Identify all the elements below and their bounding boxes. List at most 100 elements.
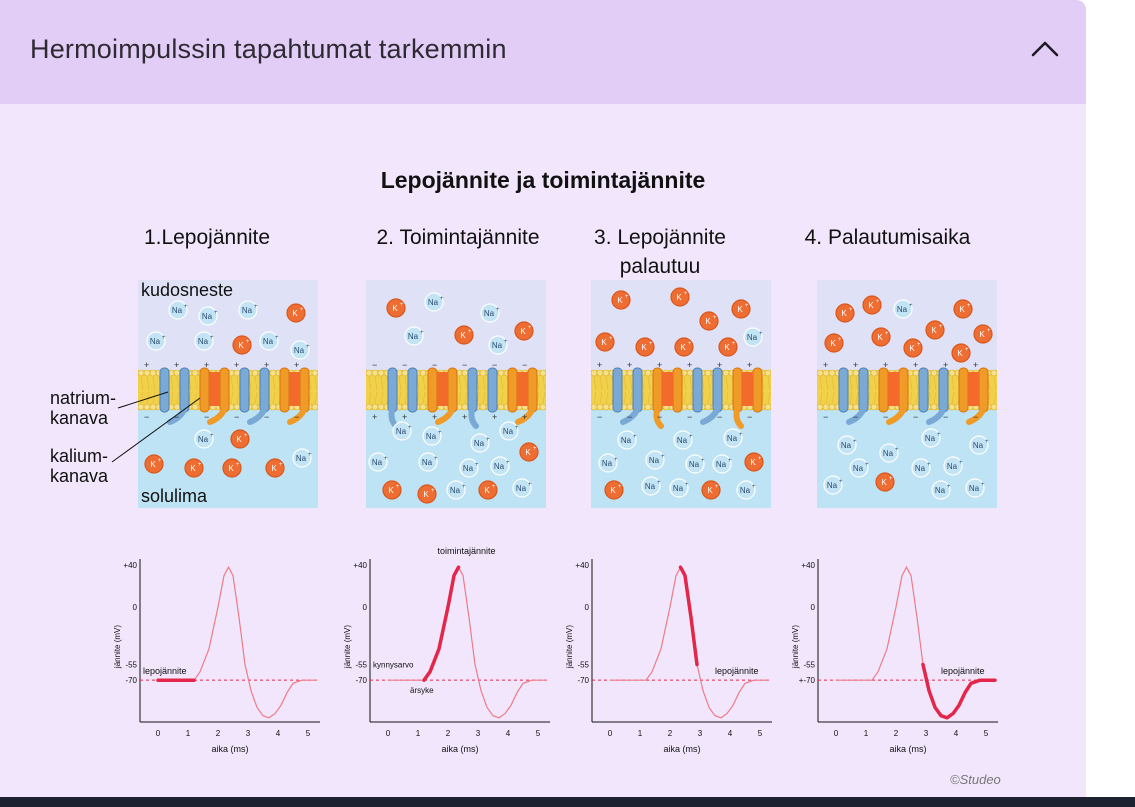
membrane-charge: − (657, 412, 662, 422)
svg-text:Na: Na (841, 441, 852, 450)
svg-text:K: K (190, 464, 196, 473)
membrane-charge: − (144, 412, 149, 422)
svg-text:Na: Na (202, 312, 213, 321)
membrane-charge: − (943, 412, 948, 422)
potassium-channel (427, 367, 458, 425)
highlighted-trace (422, 565, 461, 682)
x-tick-label: 3 (476, 729, 481, 738)
svg-text:K: K (676, 293, 682, 302)
svg-text:+: + (236, 462, 240, 468)
chevron-up-icon[interactable] (1028, 36, 1062, 60)
voltage-trace (388, 565, 547, 719)
svg-text:+: + (758, 456, 762, 462)
sodium-ion: Na+ (723, 428, 743, 448)
sodium-ion: Na+ (673, 430, 693, 450)
membrane-panel-rest: +−+−+−+−+−+−Na+Na+Na+K+Na+Na+K+Na+Na+Na+… (137, 280, 319, 508)
sodium-ion: Na+ (645, 450, 665, 470)
svg-text:Na: Na (408, 332, 419, 341)
potassium-channel (279, 367, 310, 425)
potassium-ion: K+ (232, 335, 252, 355)
potassium-ion: K+ (862, 295, 882, 315)
sodium-ion: Na+ (965, 478, 985, 498)
membrane-charge: − (853, 412, 858, 422)
svg-text:+: + (214, 310, 218, 316)
potassium-ion: K+ (604, 480, 624, 500)
svg-text:+: + (184, 304, 188, 310)
svg-text:+: + (384, 456, 388, 462)
voltage-trace (158, 565, 317, 719)
svg-text:+: + (625, 294, 629, 300)
svg-text:Na: Na (969, 484, 980, 493)
potassium-ion: K+ (478, 480, 498, 500)
svg-text:+: + (838, 337, 842, 343)
annotation-toimintajannite: toimintajännite (437, 546, 495, 556)
svg-text:+: + (917, 342, 921, 348)
svg-text:Na: Na (296, 454, 307, 463)
potassium-ion: K+ (951, 343, 971, 363)
svg-text:Na: Na (463, 464, 474, 473)
svg-text:K: K (271, 464, 277, 473)
svg-text:+: + (959, 460, 963, 466)
potassium-ion: K+ (454, 325, 474, 345)
label-solulima: solulima (141, 486, 208, 506)
svg-text:K: K (236, 435, 242, 444)
membrane-charge: + (687, 360, 692, 370)
membrane-charge: − (402, 360, 407, 370)
sodium-ion: Na+ (146, 331, 166, 351)
svg-text:K: K (423, 490, 429, 499)
annotation-arsyke: ärsyke (410, 686, 434, 695)
sodium-ion: Na+ (823, 475, 843, 495)
membrane-charge: + (372, 412, 377, 422)
svg-text:+: + (614, 457, 618, 463)
sodium-ion: Na+ (168, 300, 188, 320)
svg-text:K: K (228, 464, 234, 473)
svg-text:+: + (158, 458, 162, 464)
svg-text:+: + (515, 425, 519, 431)
svg-text:K: K (959, 305, 965, 314)
x-tick-label: 2 (446, 729, 451, 738)
sodium-ion: Na+ (641, 476, 661, 496)
svg-text:+: + (865, 462, 869, 468)
svg-text:K: K (724, 343, 730, 352)
svg-text:+: + (506, 460, 510, 466)
membrane-charge: + (823, 360, 828, 370)
sodium-ion: Na+ (470, 433, 490, 453)
potassium-ion: K+ (744, 452, 764, 472)
y-axis-label: jännite (mV) (791, 625, 800, 669)
sodium-channel (612, 367, 643, 425)
svg-text:+: + (468, 329, 472, 335)
sodium-ion: Na+ (736, 480, 756, 500)
membrane-panel-recovery: +−+−+−+−+−+−K+K+Na+K+K+K+K+K+K+K+Na+Na+N… (816, 280, 998, 508)
accordion-header[interactable]: Hermoimpulssin tapahtumat tarkemmin (0, 0, 1086, 104)
potassium-ion: K+ (824, 333, 844, 353)
svg-text:+: + (939, 324, 943, 330)
svg-text:K: K (610, 486, 616, 495)
potassium-ion: K+ (718, 337, 738, 357)
y-tick-label: 0 (363, 603, 368, 612)
svg-text:+: + (895, 447, 899, 453)
potassium-ion: K+ (835, 303, 855, 323)
svg-text:+: + (486, 437, 490, 443)
membrane-charge: + (402, 412, 407, 422)
membrane-charge: − (294, 412, 299, 422)
membrane-charge: + (294, 360, 299, 370)
svg-text:Na: Na (621, 436, 632, 445)
highlighted-trace (678, 565, 699, 667)
taskbar-strip (0, 797, 1135, 807)
svg-text:+: + (420, 330, 424, 336)
sodium-ion: Na+ (290, 340, 310, 360)
svg-text:K: K (392, 304, 398, 313)
x-tick-label: 4 (506, 729, 511, 738)
sodium-ion: Na+ (712, 454, 732, 474)
svg-text:+: + (657, 480, 661, 486)
sodium-channel (387, 367, 418, 429)
svg-text:Na: Na (372, 458, 383, 467)
sodium-ion: Na+ (422, 426, 442, 446)
svg-text:Na: Na (426, 432, 437, 441)
svg-text:Na: Na (494, 462, 505, 471)
x-tick-label: 2 (894, 729, 899, 738)
potassium-ion: K+ (674, 337, 694, 357)
sodium-ion: Na+ (446, 480, 466, 500)
svg-text:+: + (210, 433, 214, 439)
